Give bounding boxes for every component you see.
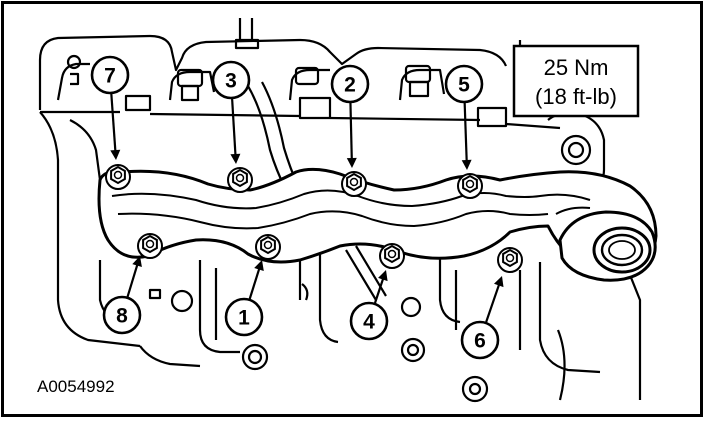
bolt-2	[341, 171, 367, 197]
bolt-1	[255, 234, 281, 260]
bolt-4	[379, 243, 405, 269]
bolt-5	[457, 173, 483, 199]
leader-lines	[110, 93, 504, 323]
callout-1: 1	[224, 297, 264, 337]
callout-6: 6	[460, 320, 500, 360]
callout-4: 4	[349, 301, 389, 341]
torque-spec-ftlb: (18 ft-lb)	[535, 84, 617, 109]
leader-arrow-5	[461, 102, 472, 170]
bolt-group	[105, 164, 523, 273]
callout-5: 5	[444, 64, 484, 104]
leader-arrow-4	[373, 270, 388, 304]
callout-number-5: 5	[458, 74, 470, 97]
callout-number-4: 4	[363, 311, 375, 334]
bolt-7	[105, 164, 131, 190]
exhaust-manifold	[97, 167, 658, 282]
torque-spec-nm: 25 Nm	[544, 55, 609, 80]
bolt-8	[137, 233, 163, 259]
callout-number-8: 8	[116, 305, 128, 328]
leader-arrow-7	[110, 93, 121, 160]
callout-number-6: 6	[474, 330, 486, 353]
leader-arrow-8	[126, 256, 142, 298]
bolt-6	[497, 247, 523, 273]
leader-arrow-3	[230, 98, 241, 164]
callout-2: 2	[330, 64, 370, 104]
figure-id: A0054992	[37, 377, 115, 396]
callout-number-1: 1	[238, 307, 250, 330]
callout-group: 7 3 2 5 8 1 4 6	[90, 55, 500, 360]
callout-3: 3	[211, 60, 251, 100]
callout-number-7: 7	[104, 65, 116, 88]
leader-arrow-2	[346, 102, 357, 168]
leader-arrow-6	[485, 276, 504, 323]
leader-arrow-1	[248, 260, 264, 300]
torque-spec-box: 25 Nm (18 ft-lb)	[512, 44, 640, 118]
callout-number-3: 3	[225, 70, 237, 93]
bolt-3	[227, 167, 253, 193]
callout-number-2: 2	[344, 74, 356, 97]
callout-7: 7	[90, 55, 130, 95]
callout-8: 8	[102, 295, 142, 335]
